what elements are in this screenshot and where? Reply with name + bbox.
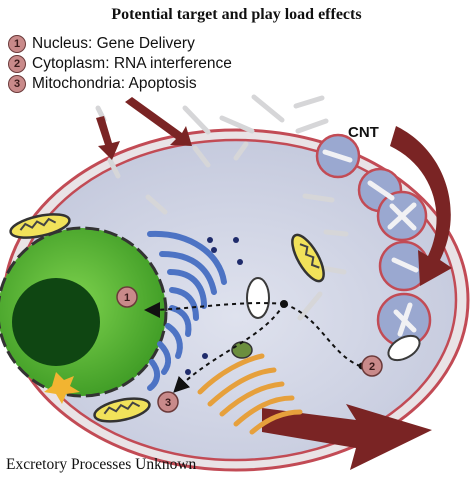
trafficking-pathways <box>144 301 361 393</box>
vesicles <box>231 277 421 362</box>
entry-arrows <box>96 97 192 160</box>
nucleolus <box>12 278 100 366</box>
legend-item-cytoplasm: 2 Cytoplasm: RNA interference <box>8 54 232 74</box>
svg-text:3: 3 <box>165 397 171 409</box>
legend-badge: 3 <box>8 75 26 93</box>
legend-badge: 1 <box>8 35 26 53</box>
mitochondrion <box>9 213 71 239</box>
legend-item-nucleus: 1 Nucleus: Gene Delivery <box>8 34 195 54</box>
legend-label: Nucleus: Gene Delivery <box>32 35 195 52</box>
diagram-title: Potential target and play load effects <box>111 6 362 23</box>
mitochondrion <box>93 397 151 423</box>
footer-caption: Excretory Processes Unknown <box>6 456 197 473</box>
carbon-nanotubes <box>95 94 349 321</box>
legend-badge: 2 <box>8 55 26 73</box>
er-ribosomes <box>185 237 243 375</box>
marker-cytoplasm: 2 <box>361 355 383 377</box>
marker-nucleus: 1 <box>116 286 138 308</box>
cnt-label: CNT <box>348 124 379 141</box>
legend-item-mitochondria: 3 Mitochondria: Apoptosis <box>8 74 197 94</box>
mitochondrion <box>291 233 325 283</box>
endosomes <box>315 133 432 348</box>
vesicle <box>246 277 270 319</box>
pathway-origin <box>280 300 288 308</box>
exit-arrow <box>262 404 432 470</box>
svg-text:2: 2 <box>369 361 375 373</box>
uptake-arrow <box>390 126 452 286</box>
vesicle <box>387 334 421 362</box>
lysosome <box>231 341 253 359</box>
golgi-apparatus <box>197 353 303 435</box>
mitochondria <box>9 213 325 423</box>
legend-label: Mitochondria: Apoptosis <box>32 75 197 92</box>
legend-label: Cytoplasm: RNA interference <box>32 55 232 72</box>
secretory-granule <box>44 372 80 404</box>
marker-mitochondria: 3 <box>157 391 179 413</box>
nucleus <box>0 226 168 398</box>
endoplasmic-reticulum <box>147 230 227 391</box>
svg-text:1: 1 <box>124 292 130 304</box>
